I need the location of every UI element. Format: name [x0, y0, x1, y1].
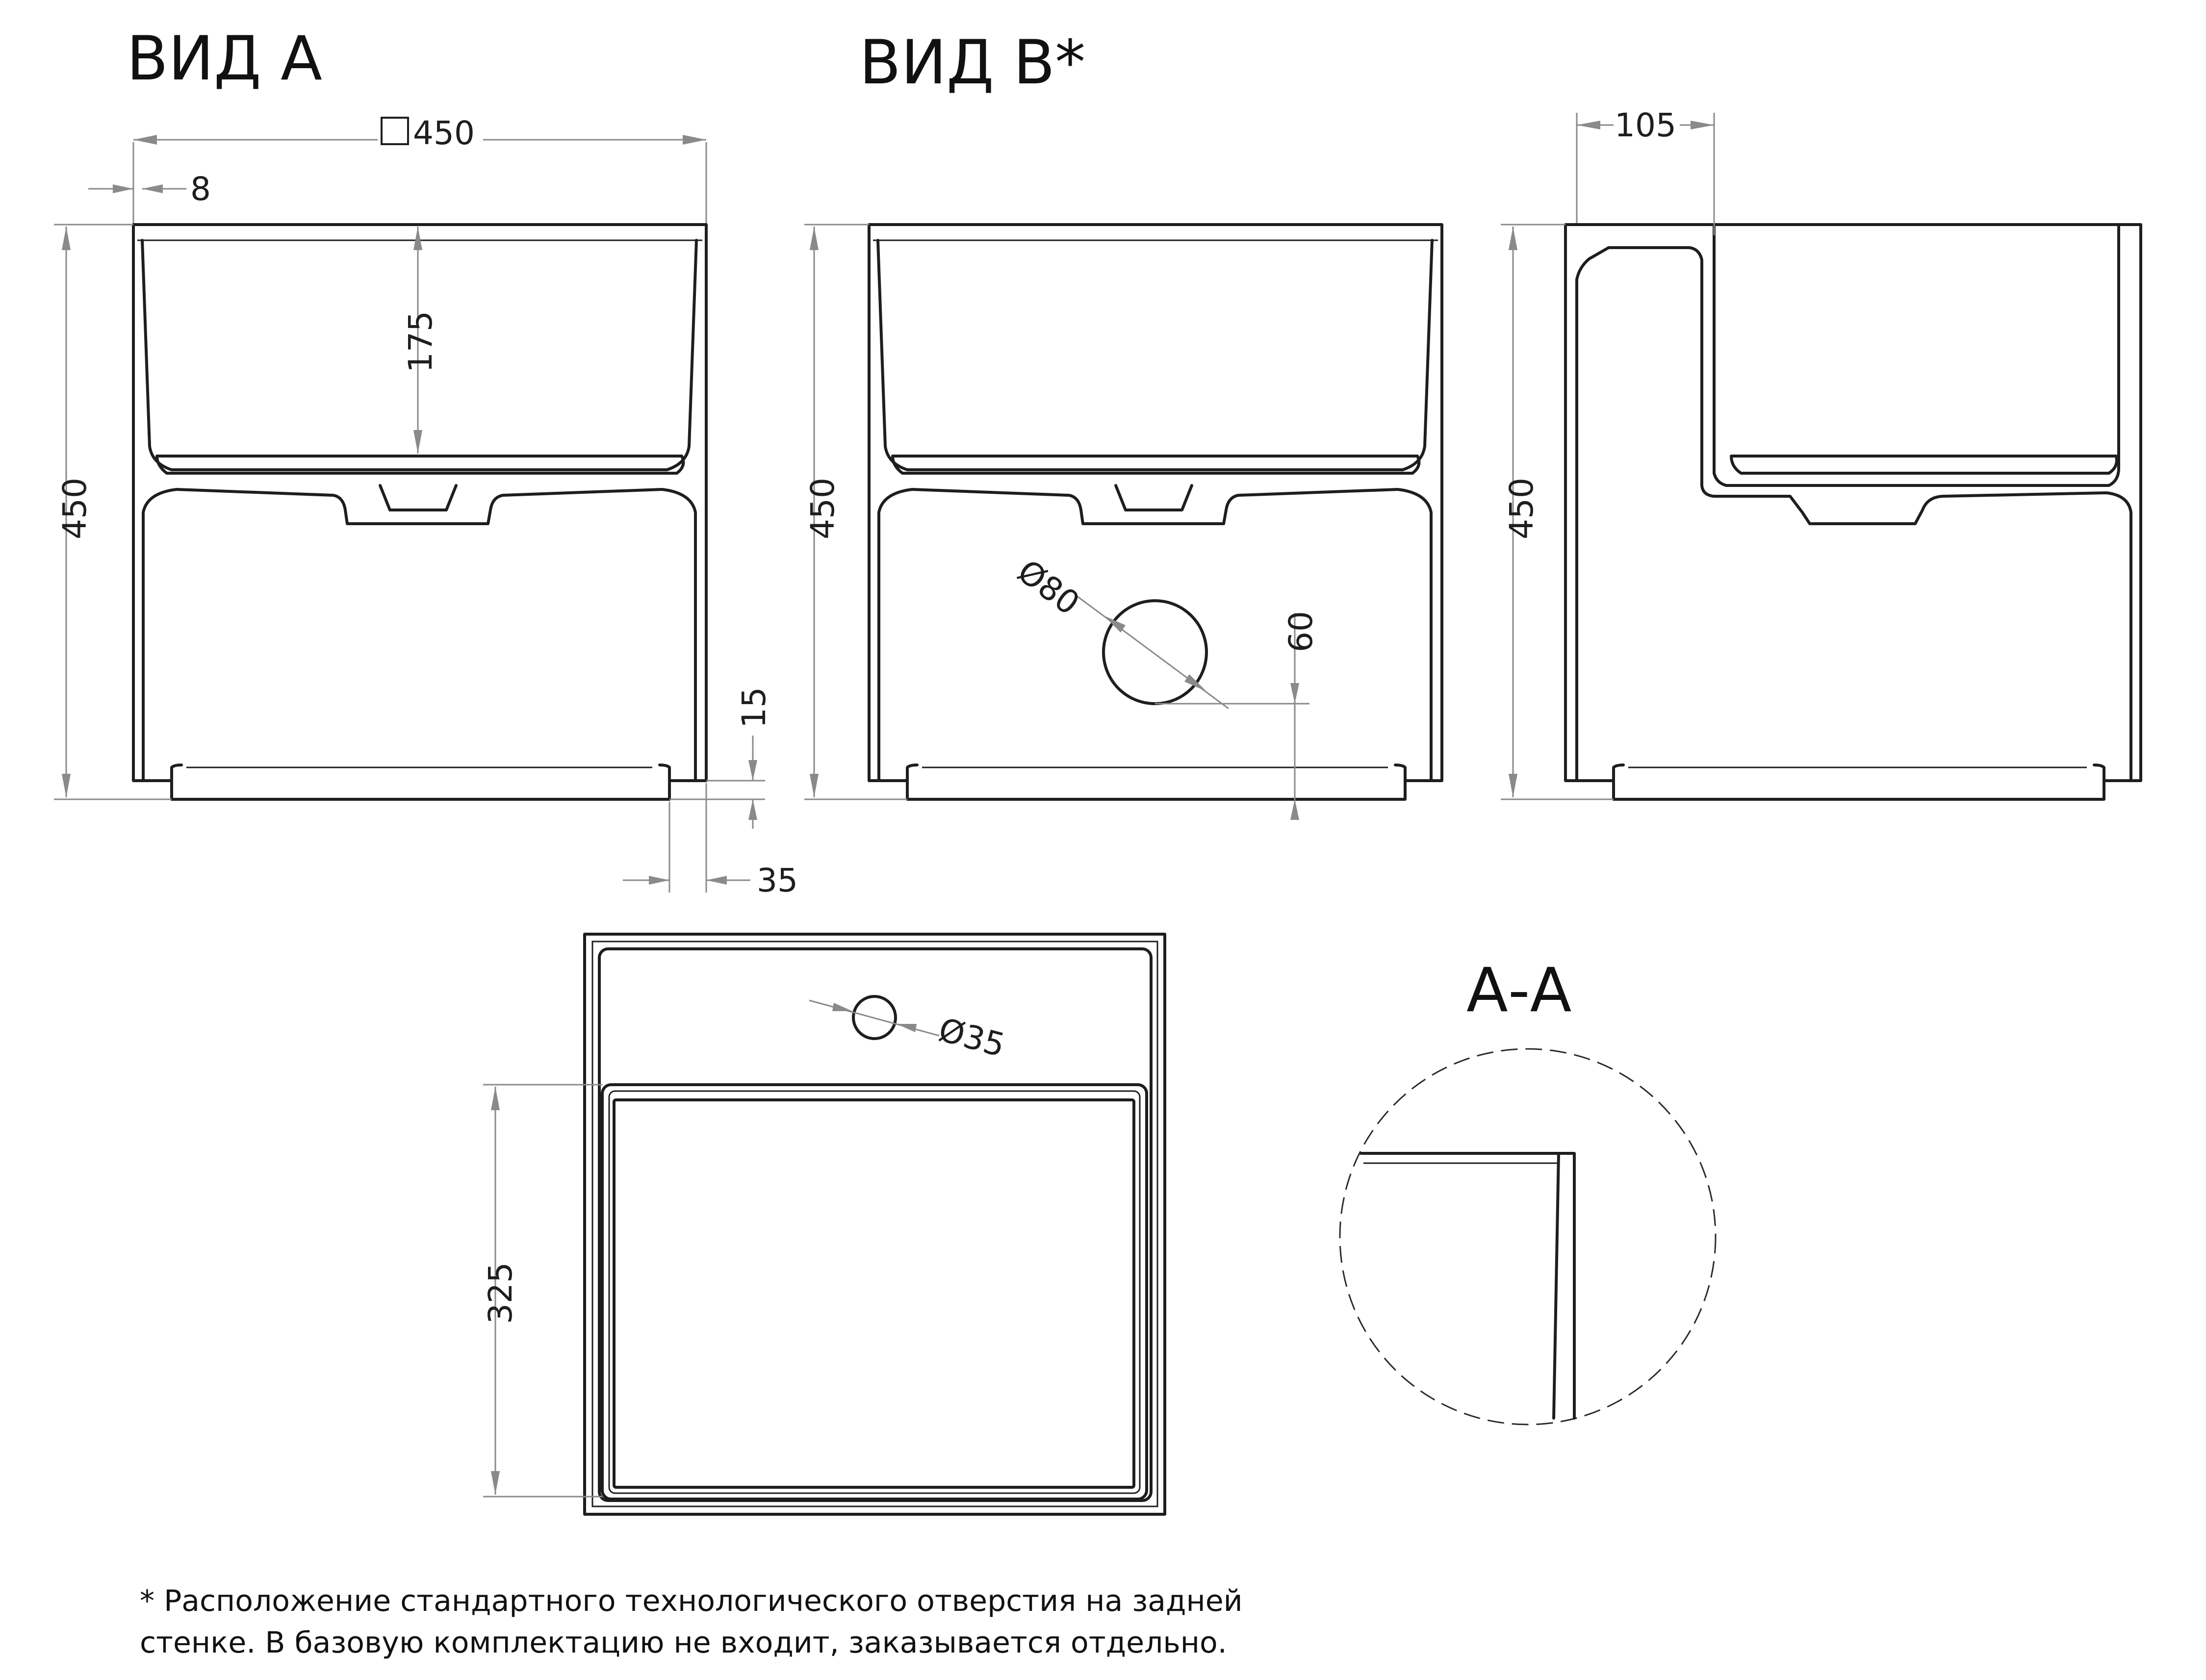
view-b-title: ВИД В* — [859, 27, 1085, 98]
dim-tap-hole: Ø35 — [935, 1011, 1009, 1065]
dim-overall-width: 450 — [413, 114, 475, 152]
dim-bowl-length: 325 — [482, 1262, 519, 1324]
view-top-outline — [583, 933, 1166, 1516]
dim-base-offset: 35 — [757, 862, 798, 899]
dim-bowl-depth: 175 — [402, 311, 439, 373]
footnote-line-2: стенке. В базовую комплектацию не входит… — [140, 1626, 1227, 1660]
view-b: ВИД В* Ø80 60 450 — [804, 27, 1443, 820]
view-b-outline — [868, 223, 1443, 801]
dim-rim: 8 — [190, 170, 211, 208]
dim-hole-diameter: Ø80 — [1010, 552, 1086, 622]
detail-circle — [1339, 1048, 1717, 1425]
dim-height-a: 450 — [56, 478, 94, 539]
view-a-outline — [132, 223, 708, 801]
view-top: Ø35 325 — [482, 933, 1166, 1516]
dim-base-height: 15 — [735, 687, 773, 728]
view-side: 105 450 — [1501, 106, 2142, 801]
section-a-a: А-А — [1339, 955, 1717, 1425]
dim-height-b: 450 — [804, 478, 842, 539]
dim-hole-height: 60 — [1282, 611, 1320, 652]
section-title: А-А — [1466, 955, 1571, 1026]
view-a-title: ВИД А — [127, 24, 322, 94]
view-side-outline — [1564, 223, 2142, 801]
view-a: ВИД А 450 8 175 — [54, 24, 798, 899]
footnote-line-1: * Расположение стандартного технологичес… — [140, 1584, 1243, 1618]
dim-height-side: 450 — [1503, 478, 1540, 539]
tap-hole — [852, 995, 897, 1040]
dim-side-width: 105 — [1615, 106, 1676, 144]
back-hole — [1102, 599, 1208, 705]
